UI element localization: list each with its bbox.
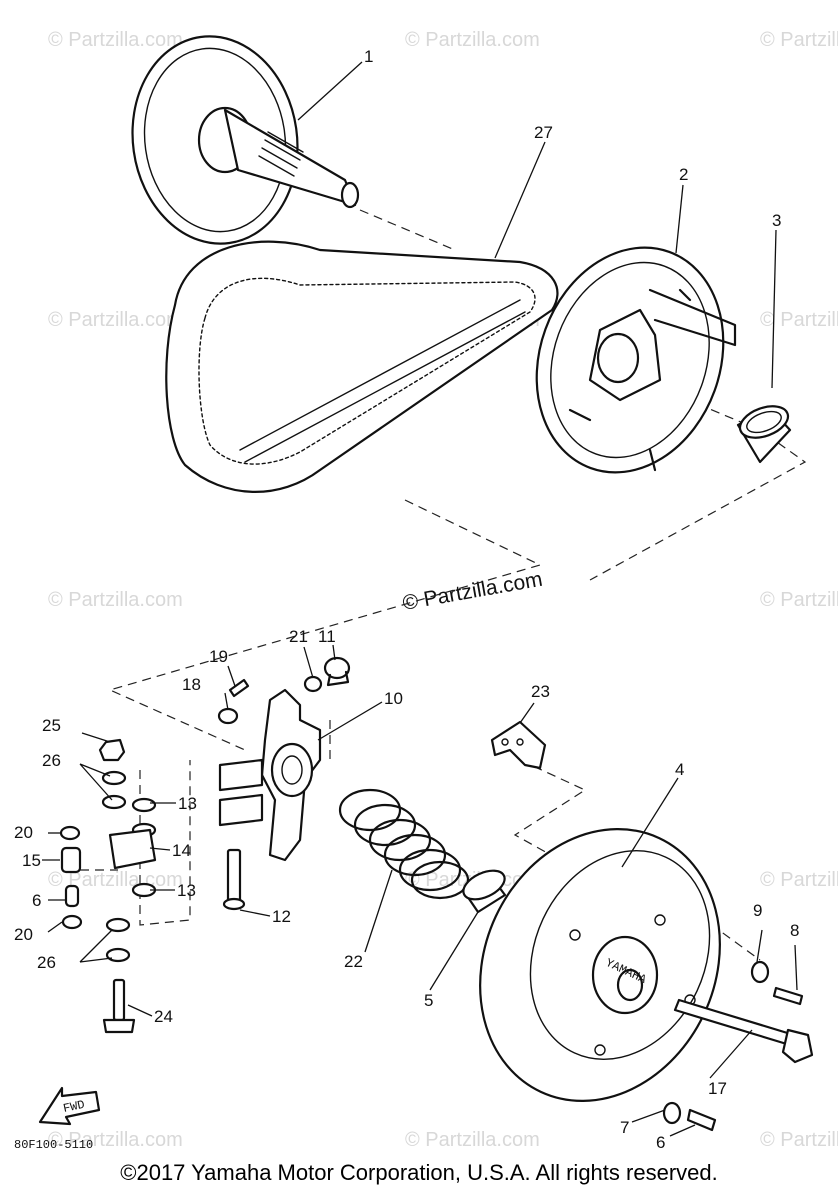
washer-part-18 — [217, 707, 239, 725]
callout-numbers: 1 27 2 3 11 21 19 18 10 23 4 25 26 13 14… — [14, 47, 799, 1152]
callout-17: 17 — [708, 1079, 727, 1098]
movable-sheave-part-4: YAMAHA — [479, 828, 721, 1102]
copyright-footer: ©2017 Yamaha Motor Corporation, U.S.A. A… — [120, 1160, 718, 1185]
callout-5: 5 — [424, 991, 433, 1010]
reference-code: 80F100-5110 — [14, 1138, 93, 1152]
callout-20: 20 — [14, 925, 33, 944]
callout-3: 3 — [772, 211, 781, 230]
watermark: © Partzilla.com — [760, 1129, 838, 1151]
callout-25: 25 — [42, 716, 61, 735]
callout-13: 13 — [178, 794, 197, 813]
fwd-label: FWD — [62, 1098, 86, 1116]
bolt-part-24 — [102, 978, 136, 1034]
washer-part-26 — [101, 794, 127, 810]
washer-part-26 — [105, 947, 131, 963]
callout-9: 9 — [753, 901, 762, 920]
nut-part-25 — [98, 738, 126, 762]
watermark: © Partzilla.com — [48, 1129, 183, 1151]
washer-part-26 — [101, 770, 127, 786]
callout-23: 23 — [531, 682, 550, 701]
callout-19: 19 — [209, 647, 228, 666]
callout-15: 15 — [22, 851, 41, 870]
callout-6: 6 — [32, 891, 41, 910]
bushing-part-5 — [461, 869, 507, 914]
roller-weight-part-14 — [108, 828, 157, 870]
callout-26: 26 — [37, 953, 56, 972]
watermark: © Partzilla.com — [405, 1129, 540, 1151]
spider-cam-part-10 — [218, 688, 322, 862]
bolt-part-6 — [686, 1108, 717, 1132]
screw-part-11 — [323, 656, 351, 687]
washer-part-20 — [61, 914, 83, 930]
callout-21: 21 — [289, 627, 308, 646]
callout-26: 26 — [42, 751, 61, 770]
watermark: © Partzilla.com — [760, 309, 838, 331]
washer-part-9 — [750, 960, 770, 984]
watermark: © Partzilla.com — [48, 309, 183, 331]
washer-part-7 — [662, 1101, 682, 1125]
bolt-part-8 — [772, 986, 804, 1006]
callout-2: 2 — [679, 165, 688, 184]
spring-part-22 — [338, 788, 470, 900]
washer-part-20 — [59, 825, 81, 841]
bushing-part-3 — [736, 405, 792, 464]
callout-18: 18 — [182, 675, 201, 694]
callout-11: 11 — [318, 627, 336, 646]
watermark-grid: © Partzilla.com © Partzilla.com © Partzi… — [48, 29, 838, 1151]
callout-10: 10 — [384, 689, 403, 708]
callout-12: 12 — [272, 907, 291, 926]
callout-14: 14 — [172, 841, 191, 860]
drive-belt-part-27 — [165, 240, 559, 493]
watermark: © Partzilla.com — [48, 589, 183, 611]
long-bolt-part-17 — [673, 998, 814, 1064]
watermark: © Partzilla.com — [48, 29, 183, 51]
callout-20: 20 — [14, 823, 33, 842]
callout-24: 24 — [154, 1007, 173, 1026]
secondary-fixed-sheave-part-2 — [535, 246, 737, 474]
pin-part-6 — [64, 884, 80, 908]
leader-lines — [42, 61, 798, 1137]
callout-8: 8 — [790, 921, 799, 940]
callout-6: 6 — [656, 1133, 665, 1152]
callout-13: 13 — [177, 881, 196, 900]
callout-27: 27 — [534, 123, 553, 142]
watermark: © Partzilla.com — [760, 589, 838, 611]
primary-sheave-part-1 — [131, 35, 360, 245]
washer-part-21 — [303, 675, 323, 693]
callout-1: 1 — [364, 47, 373, 66]
cam-slider-part-23 — [490, 720, 547, 770]
forward-arrow-icon: FWD — [38, 1086, 101, 1126]
roller-stack — [59, 738, 157, 1034]
callout-7: 7 — [620, 1118, 629, 1137]
watermark-main: © Partzilla.com — [401, 568, 544, 615]
callout-4: 4 — [675, 760, 684, 779]
watermark: © Partzilla.com — [760, 29, 838, 51]
watermark: © Partzilla.com — [405, 29, 540, 51]
pin-part-19 — [228, 678, 250, 698]
watermark: © Partzilla.com — [760, 869, 838, 891]
bolt-part-12 — [222, 848, 246, 911]
bushing-part-15 — [60, 846, 82, 874]
collar-part-13 — [131, 797, 157, 813]
callout-22: 22 — [344, 952, 363, 971]
washer-part-26 — [105, 917, 131, 933]
